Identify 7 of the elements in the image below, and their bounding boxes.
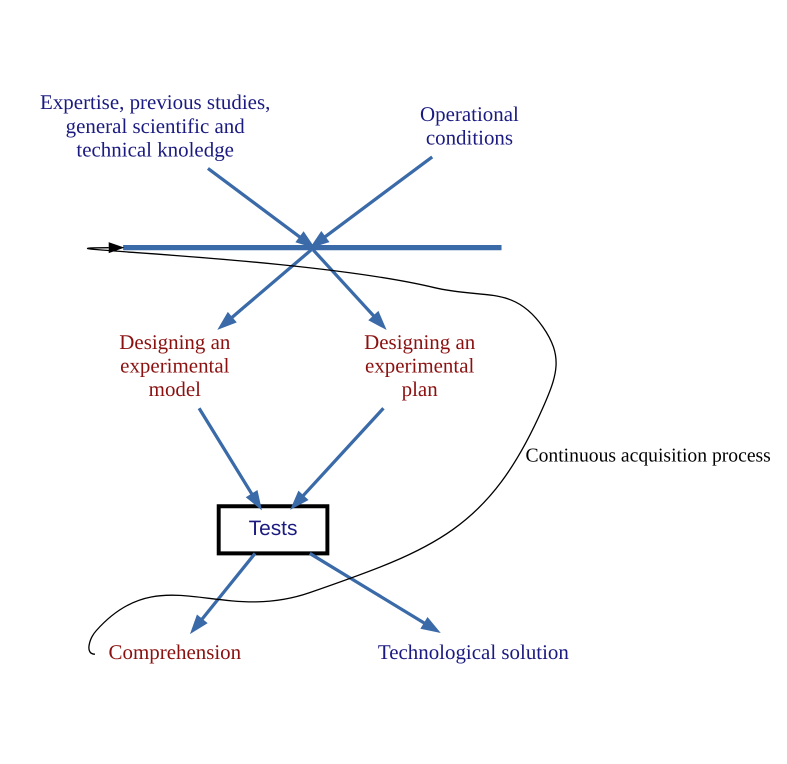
- node-text: Comprehension: [108, 640, 242, 664]
- node-text: Technological solution: [378, 640, 569, 664]
- node-text: Designing an experimental plan: [364, 329, 476, 400]
- node-text: Expertise, previous studies, general scientific and technical knoledge: [40, 90, 270, 161]
- node-text: Designing an experimental model: [119, 329, 230, 400]
- edge-label: Continuous acquisition process: [526, 444, 771, 466]
- node-text: Operational conditions: [420, 102, 519, 150]
